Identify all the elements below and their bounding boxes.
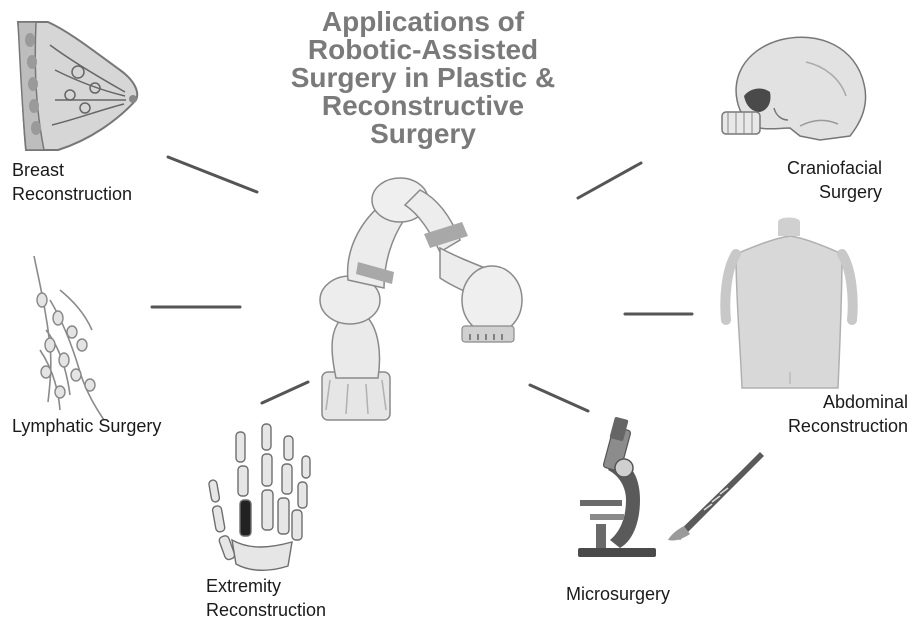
lymphatic-vessels-icon [34,256,104,420]
label-craniofacial-line-2: Surgery [787,180,882,204]
diagram-title: Applications of Robotic-Assisted Surgery… [258,8,588,148]
label-lymphatic-line-1: Lymphatic Surgery [12,414,161,438]
label-extremity-line-2: Reconstruction [206,598,326,622]
skull-icon [722,37,866,140]
title-line-3: Surgery in Plastic & [258,64,588,92]
label-microsurgery: Microsurgery [566,582,670,606]
label-breast-reconstruction: Breast Reconstruction [12,158,132,206]
microscope-scalpel-icon [578,417,764,557]
label-microsurgery-line-1: Microsurgery [566,582,670,606]
title-line-1: Applications of [258,8,588,36]
connector-extremity [262,382,308,403]
label-breast-line-1: Breast [12,158,132,182]
breast-anatomy-icon [18,22,137,150]
connector-microsurgery [530,385,588,411]
label-extremity-line-1: Extremity [206,574,326,598]
label-abdominal-line-2: Reconstruction [788,414,908,438]
robotic-arm-icon [320,178,522,420]
label-breast-line-2: Reconstruction [12,182,132,206]
hand-skeleton-icon [208,424,310,570]
label-lymphatic-surgery: Lymphatic Surgery [12,414,161,438]
label-craniofacial-line-1: Craniofacial [787,156,882,180]
label-abdominal-line-1: Abdominal [788,390,908,414]
title-line-4: Reconstructive [258,92,588,120]
torso-icon [725,218,852,389]
label-extremity-reconstruction: Extremity Reconstruction [206,574,326,622]
title-line-5: Surgery [258,120,588,148]
title-line-2: Robotic-Assisted [258,36,588,64]
connector-craniofacial [578,163,641,198]
connector-breast [168,157,257,192]
label-abdominal-reconstruction: Abdominal Reconstruction [788,390,908,438]
label-craniofacial-surgery: Craniofacial Surgery [787,156,882,204]
